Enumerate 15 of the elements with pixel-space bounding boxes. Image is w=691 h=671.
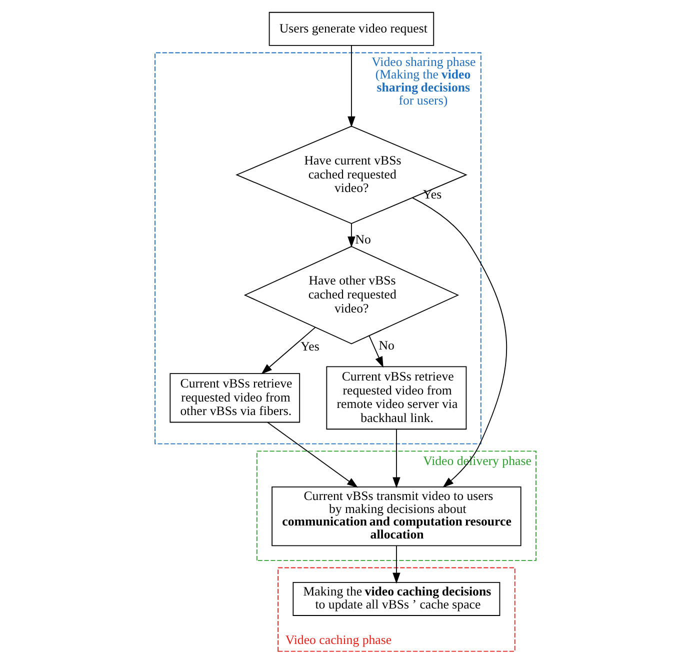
arrow: [348, 223, 356, 248]
arrow: [348, 45, 356, 128]
node-box: Making the video caching decisions to update all vBSs ’ cache space: [292, 582, 500, 616]
node-box: Users generate video request: [268, 12, 434, 46]
edge-label: No: [355, 232, 371, 247]
arrow: [267, 422, 358, 488]
arrow: [392, 428, 400, 488]
arrow: [261, 326, 316, 374]
arrow: [412, 197, 507, 488]
node-box: Current vBSs retrieve requested video from other vBSs via fibers.: [170, 373, 300, 423]
arrow: [392, 546, 400, 584]
node-box: Current vBSs retrieve requested video from remote video server via backhaul link.: [326, 366, 467, 430]
arrow: [368, 335, 384, 368]
node-box: Current vBSs transmit video to users by making decisions about communication and computation resource allocation: [272, 486, 522, 546]
edge-label: Yes: [422, 188, 442, 202]
